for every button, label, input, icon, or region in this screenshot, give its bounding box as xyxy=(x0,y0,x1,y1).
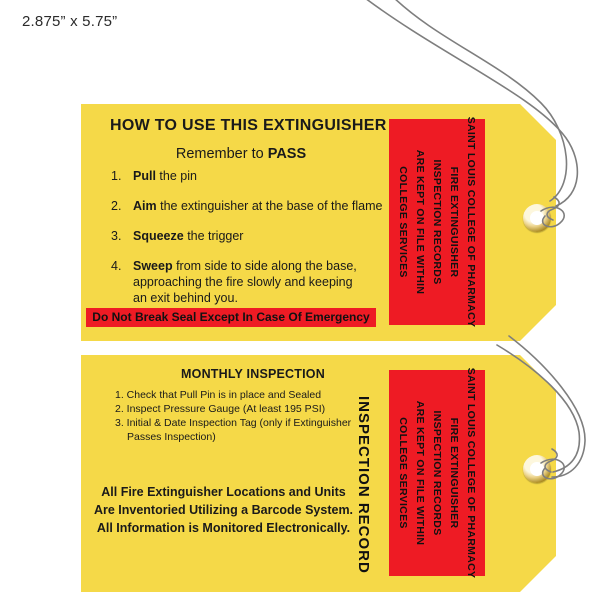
records-panel-rotated-text: SAINT LOUIS COLLEGE OF PHARMACY FIRE EXT… xyxy=(389,116,485,328)
barcode-notice-line: Are Inventoried Utilizing a Barcode Syst… xyxy=(93,503,354,517)
step-row-1: 1. Pull the pin xyxy=(111,168,197,184)
seal-warning-strip: Do Not Break Seal Except In Case Of Emer… xyxy=(86,308,376,327)
step-number: 3. xyxy=(111,229,122,243)
step-rest-line3: an exit behind you. xyxy=(133,291,238,305)
step-rest-line2: approaching the fire slowly and keeping xyxy=(133,275,353,289)
step-row-3: 3. Squeeze the trigger xyxy=(111,228,243,244)
step-rest: the pin xyxy=(155,169,197,183)
tag-front-subtitle: Remember to PASS xyxy=(91,146,391,162)
subtitle-prefix: Remember to xyxy=(175,146,268,162)
records-panel-back: SAINT LOUIS COLLEGE OF PHARMACY FIRE EXT… xyxy=(389,367,485,579)
step-number: 1. xyxy=(111,169,122,183)
step-keyword: Pull xyxy=(133,169,156,183)
records-line: FIRE EXTINGUISHER xyxy=(448,417,461,529)
inspection-record-vertical-label: INSPECTION RECORD xyxy=(355,396,372,574)
tag-front-title: HOW TO USE THIS EXTINGUISHER xyxy=(110,117,387,134)
step-text: Squeeze the trigger xyxy=(133,228,243,244)
step-keyword: Squeeze xyxy=(133,229,184,243)
step-text: Sweep from side to side along the base, … xyxy=(133,258,357,306)
step-keyword: Aim xyxy=(133,199,157,213)
records-panel-front: SAINT LOUIS COLLEGE OF PHARMACY FIRE EXT… xyxy=(389,116,485,328)
barcode-notice-line: All Fire Extinguisher Locations and Unit… xyxy=(101,485,346,499)
inspection-item-2: 2. Inspect Pressure Gauge (At least 195 … xyxy=(115,403,326,415)
records-line: COLLEGE SERVICES xyxy=(397,417,410,529)
subtitle-keyword: PASS xyxy=(267,146,307,162)
step-number: 2. xyxy=(111,199,122,213)
tag-back: MONTHLY INSPECTION 1. Check that Pull Pi… xyxy=(81,355,556,592)
records-panel-rotated-text: SAINT LOUIS COLLEGE OF PHARMACY FIRE EXT… xyxy=(389,367,485,579)
step-keyword: Sweep xyxy=(133,259,173,273)
step-row-4: 4. Sweep from side to side along the bas… xyxy=(111,258,357,306)
records-line: FIRE EXTINGUISHER xyxy=(448,166,461,278)
tag-back-title: MONTHLY INSPECTION xyxy=(181,367,325,381)
records-line: INSPECTION RECORDS xyxy=(431,410,444,536)
inspection-item-3: 3. Initial & Date Inspection Tag (only i… xyxy=(115,417,352,429)
step-number: 4. xyxy=(111,259,122,273)
grommet-icon xyxy=(523,455,551,483)
records-line: SAINT LOUIS COLLEGE OF PHARMACY xyxy=(465,116,478,328)
records-line: INSPECTION RECORDS xyxy=(431,159,444,285)
step-row-2: 2. Aim the extinguisher at the base of t… xyxy=(111,198,382,214)
records-line: ARE KEPT ON FILE WITHIN xyxy=(414,149,427,295)
inspection-item-3-wrap: Passes Inspection) xyxy=(127,431,216,443)
records-line: ARE KEPT ON FILE WITHIN xyxy=(414,400,427,546)
inspection-item-1: 1. Check that Pull Pin is in place and S… xyxy=(115,389,322,401)
step-rest: from side to side along the base, xyxy=(172,259,357,273)
barcode-notice: All Fire Extinguisher Locations and Unit… xyxy=(81,483,366,537)
barcode-notice-line: All Information is Monitored Electronica… xyxy=(96,521,351,535)
records-line: COLLEGE SERVICES xyxy=(397,166,410,278)
step-text: Pull the pin xyxy=(133,168,197,184)
tag-front: HOW TO USE THIS EXTINGUISHER Remember to… xyxy=(81,104,556,341)
records-line: SAINT LOUIS COLLEGE OF PHARMACY xyxy=(465,367,478,579)
grommet-icon xyxy=(523,204,551,232)
step-text: Aim the extinguisher at the base of the … xyxy=(133,198,382,214)
step-rest: the extinguisher at the base of the flam… xyxy=(156,199,383,213)
dimension-label: 2.875” x 5.75” xyxy=(22,13,118,30)
step-rest: the trigger xyxy=(183,229,244,243)
